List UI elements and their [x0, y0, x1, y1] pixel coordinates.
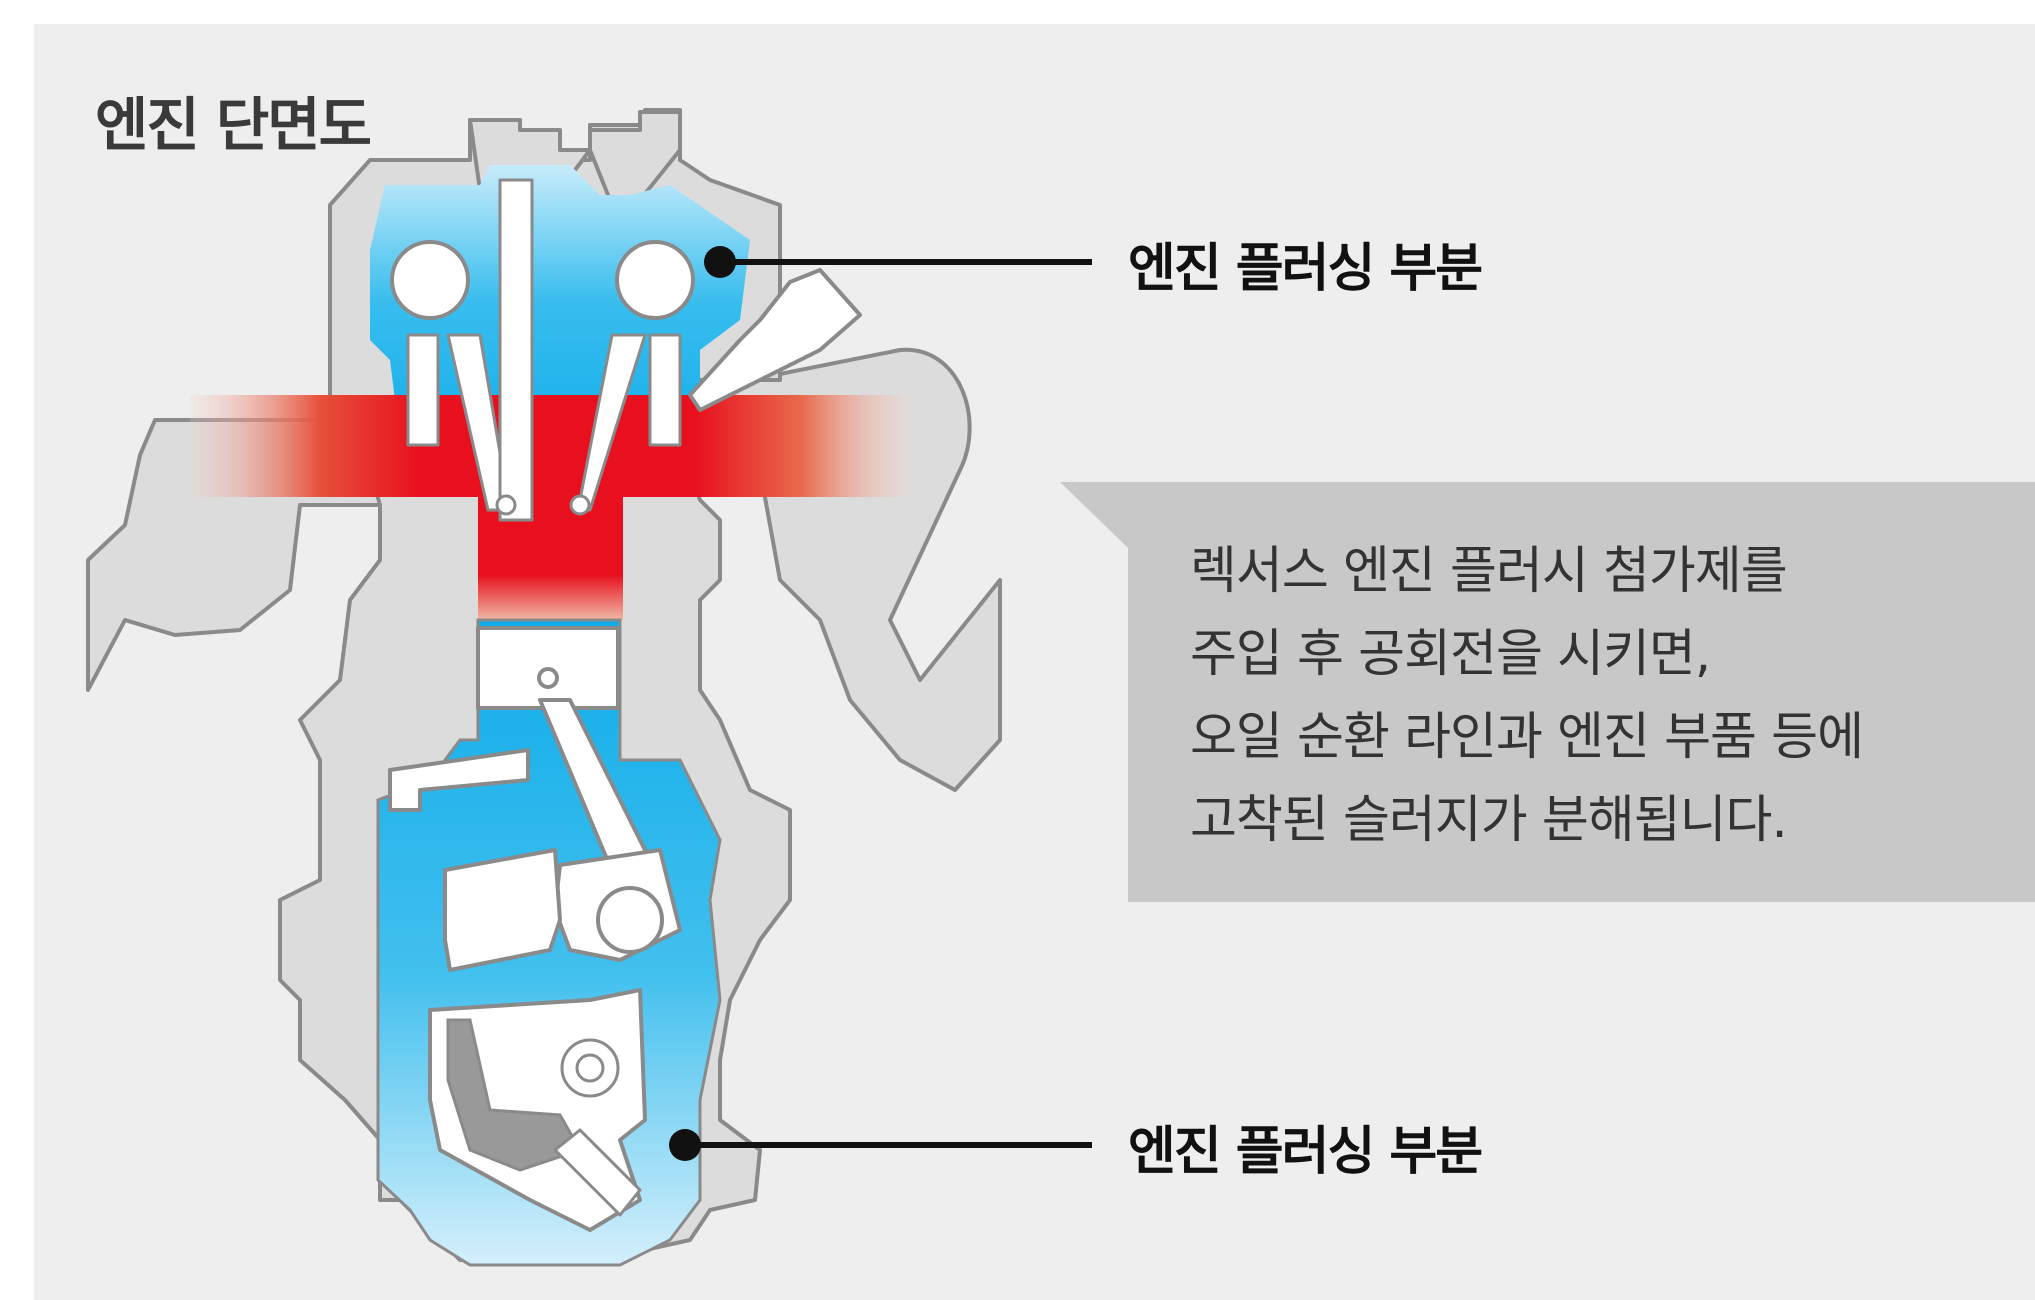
piston-assembly: [388, 626, 682, 972]
flushing-label-bottom: 엔진 플러싱 부분: [1128, 1122, 1483, 1182]
diagram-title: 엔진 단면도: [95, 91, 372, 159]
callout-text: 렉서스 엔진 플러시 첨가제를 주입 후 공회전을 시키면, 오일 순환 라인과…: [1190, 530, 1864, 862]
callout-line: 주입 후 공회전을 시키면,: [1190, 625, 1711, 684]
callout-box: [1060, 482, 2035, 902]
callout-line: 오일 순환 라인과 엔진 부품 등에: [1190, 708, 1864, 767]
fuel-injector: [688, 268, 862, 412]
label-leader-lines: [669, 246, 1092, 1161]
valve-train: [406, 178, 682, 522]
callout-line: 고착된 슬러지가 분해됩니다.: [1190, 791, 1788, 850]
camshaft-lobes: [390, 240, 695, 320]
oil-filter: [553, 1128, 642, 1217]
callout-line: 렉서스 엔진 플러시 첨가제를: [1190, 542, 1788, 601]
gear-icon: [560, 1038, 620, 1098]
flushing-label-top: 엔진 플러싱 부분: [1128, 239, 1483, 299]
